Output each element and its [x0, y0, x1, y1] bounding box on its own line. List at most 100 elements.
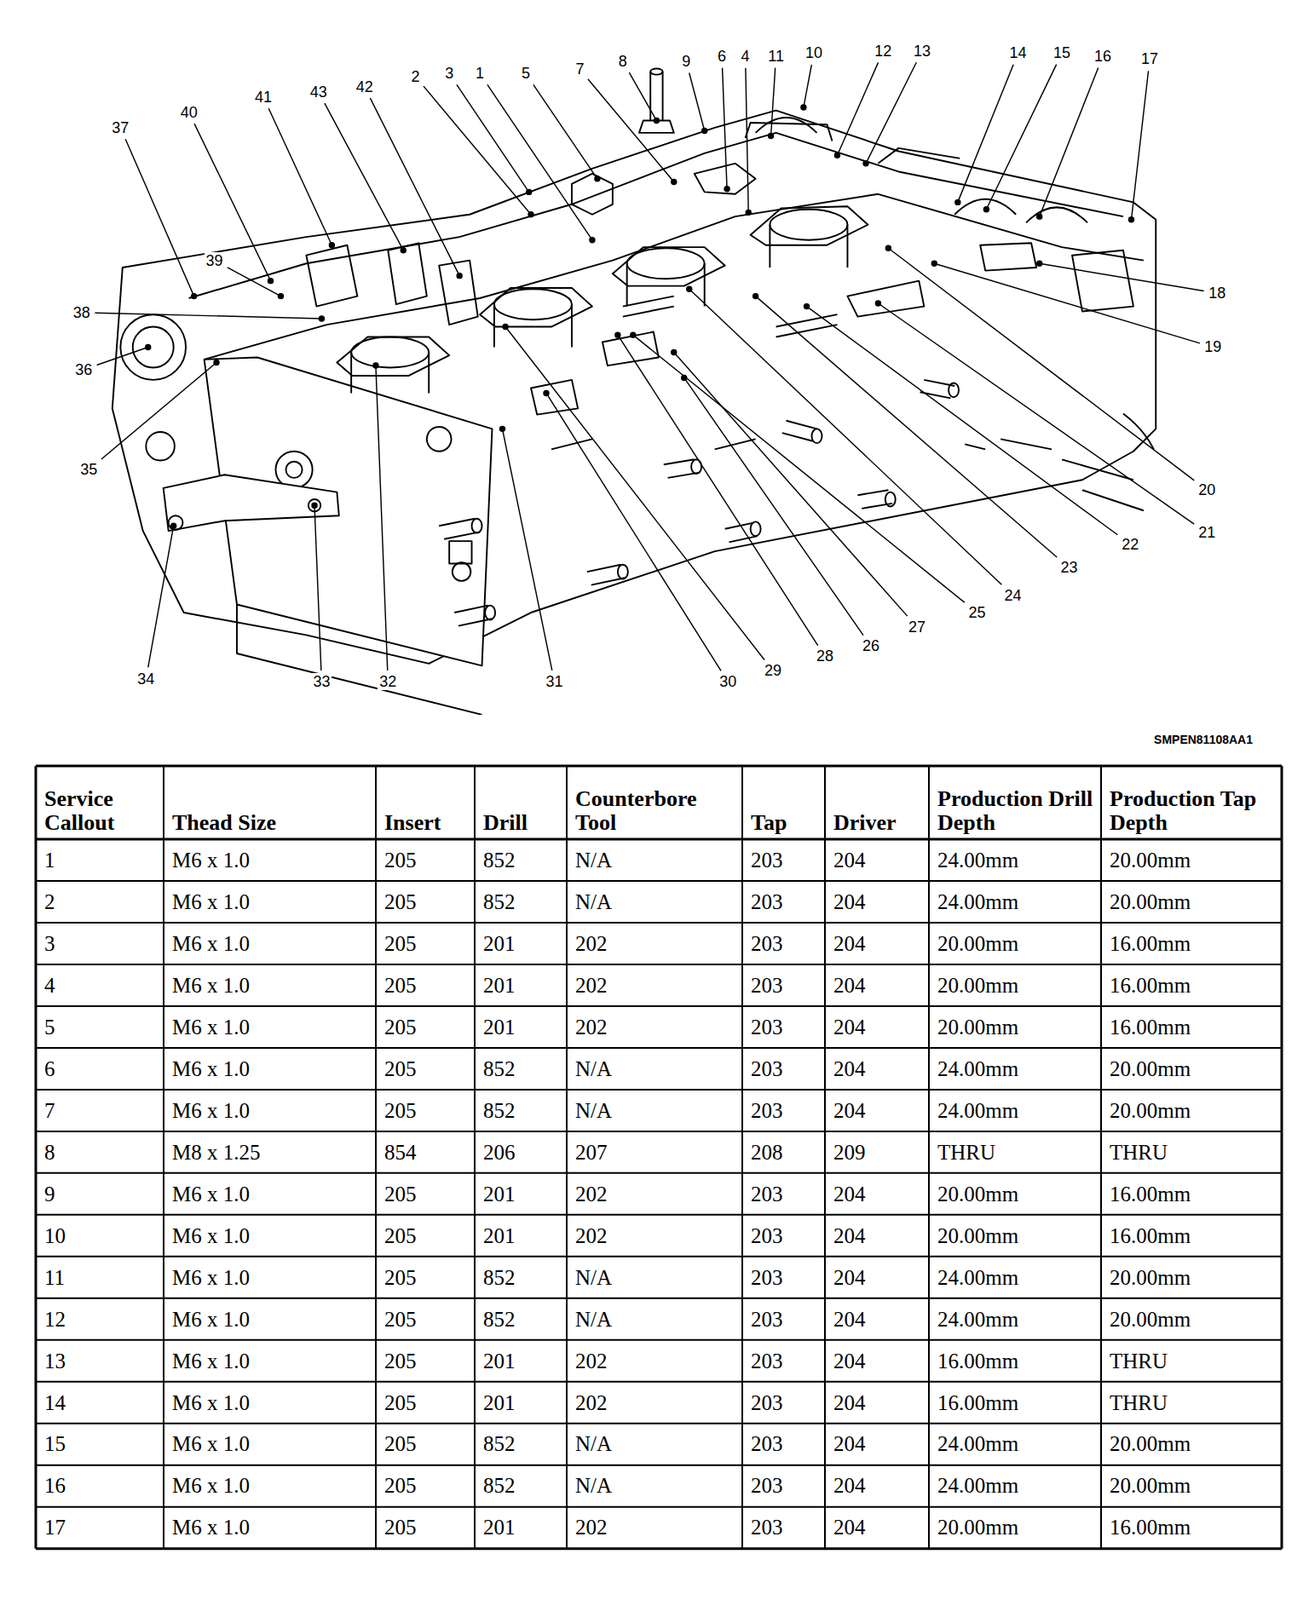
cell-text: 20.00mm — [1109, 1474, 1191, 1499]
cell-text: 852 — [483, 1057, 516, 1082]
figure-id: SMPEN81108AA1 — [1153, 732, 1253, 747]
leader-dot — [594, 176, 600, 182]
leader-dot — [1037, 260, 1043, 266]
leader-dot — [801, 104, 807, 110]
cell-text: 852 — [483, 1266, 516, 1291]
callout-number: 42 — [354, 78, 375, 96]
callout-number: 37 — [109, 119, 131, 137]
table-cell: 204 — [833, 922, 924, 965]
header-text: Thead Size — [172, 811, 277, 835]
cell-text: 24.00mm — [937, 1432, 1019, 1457]
callout-number: 38 — [71, 304, 93, 322]
cell-text: 202 — [575, 1015, 608, 1040]
table-cell: 202 — [575, 1006, 738, 1049]
leader-dot — [875, 300, 881, 306]
leader-line — [689, 288, 1003, 585]
cell-text: 206 — [483, 1141, 516, 1165]
callout-number: 40 — [178, 103, 200, 122]
table-cell: 201 — [483, 1215, 562, 1258]
leader-dot — [277, 294, 283, 300]
leader-dot — [502, 324, 508, 330]
cell-text: 205 — [384, 1099, 417, 1124]
cell-text: 203 — [750, 1432, 784, 1457]
cell-text: N/A — [575, 1474, 612, 1499]
table-cell: 20.00mm — [1109, 1257, 1277, 1299]
leader-dot — [983, 207, 989, 213]
table-cell: 204 — [833, 1006, 924, 1049]
table-cell: 203 — [750, 1215, 820, 1258]
leader-line — [1039, 67, 1099, 217]
table-cell: 20.00mm — [937, 964, 1096, 1007]
cell-text: 20.00mm — [937, 1224, 1019, 1249]
table-cell: 203 — [750, 1424, 820, 1466]
cell-text: 201 — [483, 932, 516, 957]
table-rule — [35, 1005, 1282, 1008]
table-cell: 205 — [384, 1465, 470, 1508]
table-cell: 205 — [384, 1424, 470, 1466]
leader-line — [957, 64, 1014, 203]
table-cell: 16.00mm — [937, 1382, 1096, 1425]
cell-text: 203 — [750, 1266, 784, 1291]
table-cell: M6 x 1.0 — [172, 922, 371, 965]
callout-number: 32 — [377, 673, 398, 691]
leader-line — [803, 64, 812, 108]
table-cell: 5 — [44, 1006, 159, 1049]
cell-text: THRU — [1109, 1349, 1168, 1374]
table-cell: 204 — [833, 964, 924, 1007]
cell-text: N/A — [575, 1099, 612, 1124]
table-cell: M6 x 1.0 — [172, 964, 371, 1007]
table-cell: 20.00mm — [1109, 1298, 1277, 1341]
cell-text: 202 — [575, 974, 608, 998]
table-cell: 205 — [384, 1340, 470, 1383]
leader-line — [877, 303, 1194, 525]
leader-dot — [373, 363, 379, 369]
callout-number: 8 — [617, 52, 629, 70]
cell-text: M6 x 1.0 — [172, 1057, 250, 1082]
cell-text: 204 — [833, 1474, 866, 1499]
callout-number: 41 — [253, 88, 274, 106]
table-cell: 205 — [384, 1298, 470, 1341]
table-rule — [473, 766, 476, 1550]
leader-dot — [400, 247, 406, 254]
table-cell: M6 x 1.0 — [172, 1089, 371, 1132]
leader-dot — [171, 523, 177, 529]
table-cell: 203 — [750, 1340, 820, 1383]
cell-text: 205 — [384, 1057, 417, 1082]
callout-number: 7 — [574, 60, 587, 78]
cell-text: 20.00mm — [1109, 1308, 1191, 1333]
table-cell: 203 — [750, 1089, 820, 1132]
cell-text: 16.00mm — [937, 1391, 1019, 1416]
cell-text: 203 — [750, 1308, 784, 1333]
table-rule — [35, 1339, 1282, 1342]
callout-number: 2 — [409, 68, 422, 86]
table-rule — [35, 963, 1282, 966]
cell-text: 16.00mm — [1109, 1224, 1191, 1249]
table-cell: 24.00mm — [937, 1298, 1096, 1341]
table-cell: 202 — [575, 1382, 738, 1425]
table-cell: M6 x 1.0 — [172, 1465, 371, 1508]
cell-text: 6 — [44, 1057, 56, 1082]
callout-number: 30 — [717, 673, 739, 691]
cell-text: 204 — [833, 1224, 866, 1249]
cell-text: 204 — [833, 1099, 866, 1124]
table-cell: 854 — [384, 1131, 470, 1174]
table-cell: 20.00mm — [937, 922, 1096, 965]
leader-dot — [1037, 213, 1043, 220]
leader-line — [505, 327, 765, 661]
header-text: Tap — [750, 811, 787, 835]
cell-text: 16.00mm — [1109, 1516, 1191, 1540]
table-cell: 201 — [483, 1507, 562, 1550]
table-cell: 8 — [44, 1131, 159, 1174]
callout-number: 14 — [1008, 44, 1029, 62]
table-cell: 852 — [483, 839, 562, 882]
cell-text: 205 — [384, 1391, 417, 1416]
cell-text: 205 — [384, 890, 417, 915]
callout-number: 31 — [544, 673, 566, 691]
cell-text: N/A — [575, 1308, 612, 1333]
table-cell: 205 — [384, 839, 470, 882]
leader-dot — [671, 350, 677, 356]
leader-dot — [543, 390, 549, 396]
table-cell: 204 — [833, 1424, 924, 1466]
leader-dot — [955, 199, 961, 205]
leader-dot — [804, 304, 810, 310]
